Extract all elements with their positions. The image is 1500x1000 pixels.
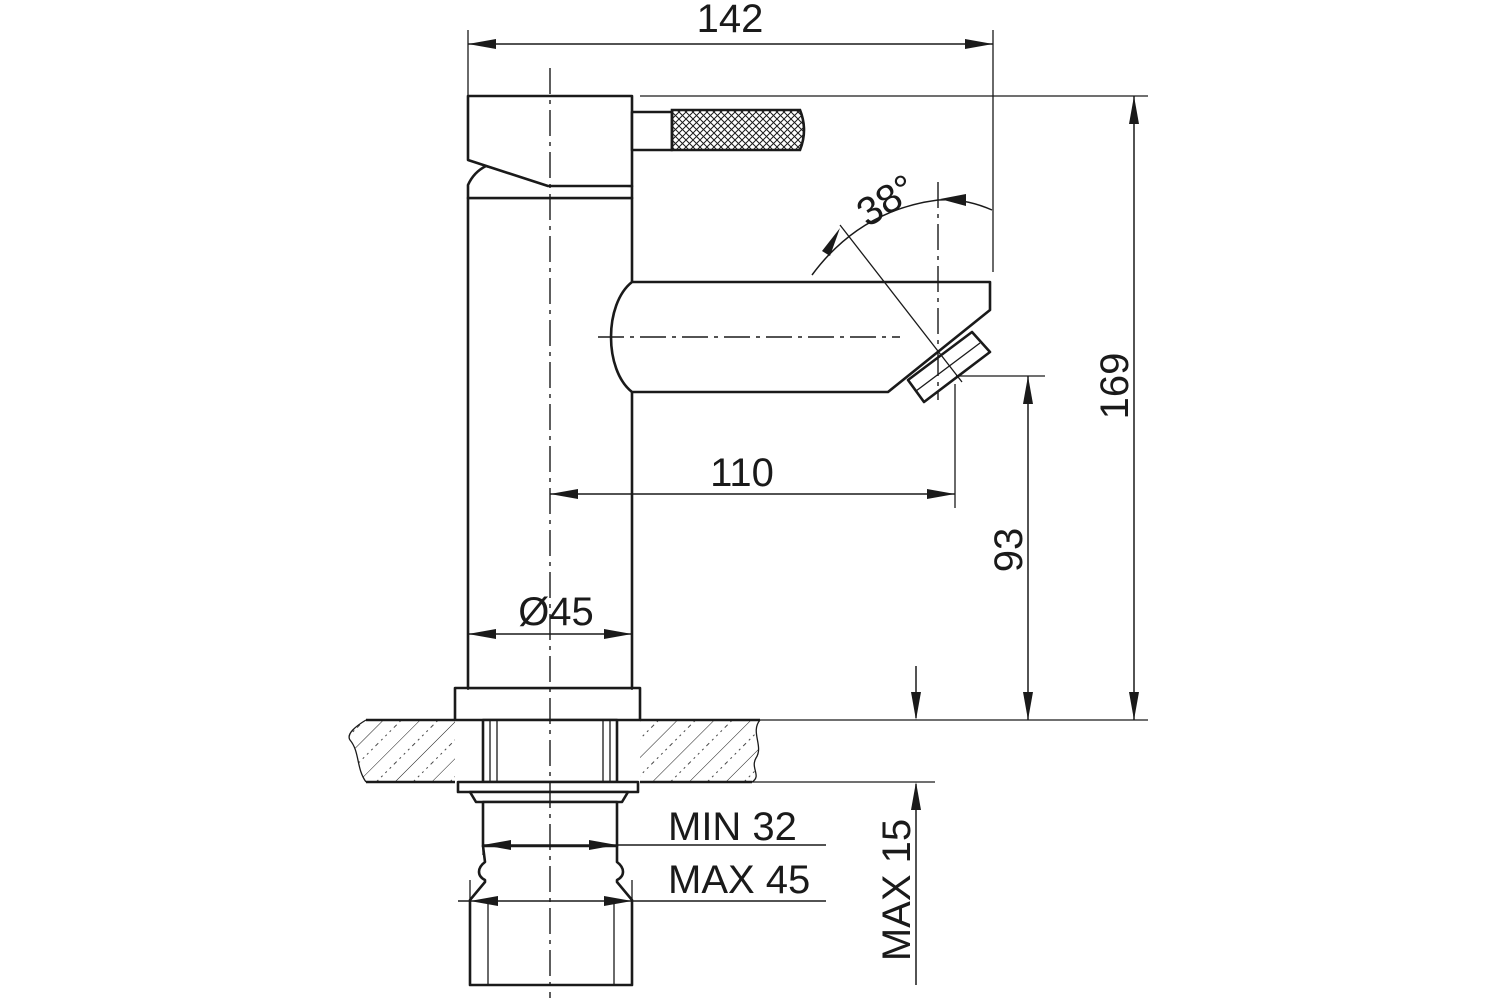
handle-angle-label: 38° <box>849 166 924 235</box>
spout-height-label: 93 <box>987 528 1031 573</box>
dimension-lines <box>458 39 1139 985</box>
hole-min-label: MIN 32 <box>668 805 797 849</box>
countertop-left <box>349 720 455 782</box>
hole-max-label: MAX 45 <box>668 858 810 902</box>
overall-width-label: 142 <box>697 0 764 41</box>
mounting-washer <box>456 780 640 794</box>
countertop-section <box>348 718 761 784</box>
spout <box>609 280 992 404</box>
center-lines <box>549 68 963 998</box>
spout-reach-label: 110 <box>710 451 774 495</box>
overall-height-label: 169 <box>1093 353 1137 420</box>
handle-cap <box>466 94 634 188</box>
lever-knurled-grip <box>670 108 806 152</box>
countertop-right <box>640 720 760 782</box>
mounting-nut <box>468 790 630 804</box>
body-diameter-label: Ø45 <box>518 590 594 634</box>
lever-handle <box>466 94 806 200</box>
base-ring <box>453 686 642 722</box>
deck-thickness-label: MAX 15 <box>875 819 919 961</box>
lever-stem <box>630 110 674 152</box>
extension-lines <box>467 30 1148 910</box>
hose-connector <box>468 844 634 987</box>
